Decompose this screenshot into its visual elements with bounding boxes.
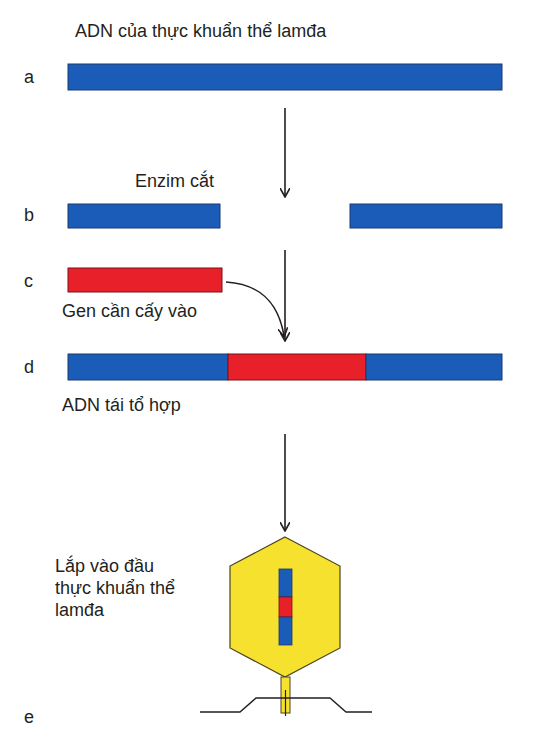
dna-bar xyxy=(366,354,502,380)
process-arrow xyxy=(284,250,286,340)
step-note: Enzim cắt xyxy=(135,170,255,192)
process-arrow xyxy=(284,108,286,196)
step-letter: b xyxy=(24,204,44,226)
part-label: Gen cần cấy vào xyxy=(62,300,242,322)
dna-fragment xyxy=(68,204,220,228)
step-letter: e xyxy=(24,706,44,728)
phage-tail xyxy=(285,690,286,716)
dna-bar xyxy=(68,354,228,380)
part-label: ADN tái tổ hợp xyxy=(62,394,262,416)
step-note: Lắp vào đầu thực khuẩn thể lamđa xyxy=(55,555,181,621)
gene-bar xyxy=(279,597,292,617)
insert-arrow xyxy=(226,282,284,336)
dna-bar xyxy=(279,617,292,645)
step-letter: a xyxy=(24,66,44,88)
dna-bar xyxy=(68,64,502,90)
process-arrow xyxy=(284,434,286,530)
gene-bar xyxy=(228,354,366,380)
step-letter: d xyxy=(24,356,44,378)
step-letter: c xyxy=(24,270,44,292)
dna-bar xyxy=(279,569,292,597)
heading-label: ADN của thực khuẩn thể lamđa xyxy=(75,20,375,42)
phage-head xyxy=(230,537,340,677)
gene-bar xyxy=(68,268,222,292)
dna-fragment xyxy=(350,204,502,228)
